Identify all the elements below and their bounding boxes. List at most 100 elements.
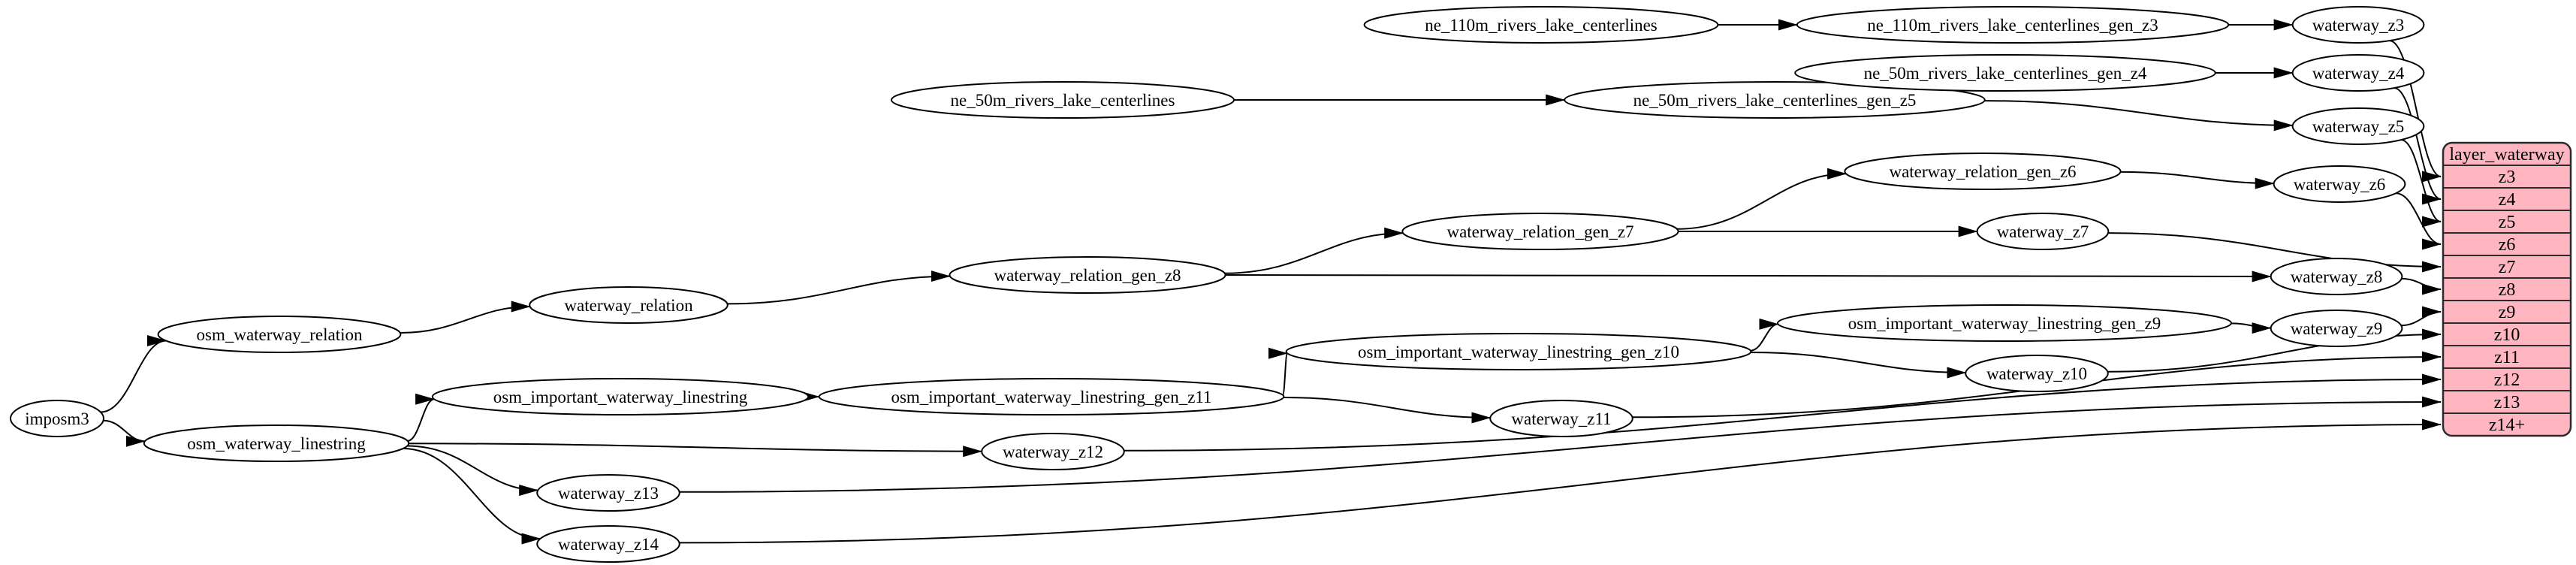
- edge-waterway_z4-to-layer_waterway-z4: [2394, 87, 2442, 205]
- node-label-osm_important_waterway_linestring_gen_z9: osm_important_waterway_linestring_gen_z9: [1848, 314, 2161, 333]
- node-label-waterway_z6: waterway_z6: [2294, 175, 2386, 194]
- edge-waterway_relation_gen_z8-to-waterway_z8: [1225, 270, 2272, 282]
- node-label-ne_50m_rivers_lake_centerlines: ne_50m_rivers_lake_centerlines: [951, 91, 1175, 110]
- edge-imposm3-to-osm_waterway_linestring: [103, 419, 146, 447]
- node-waterway_relation: waterway_relation: [529, 286, 728, 324]
- node-ellipse-waterway_z3: [2291, 6, 2425, 44]
- edge-waterway_z3-to-layer_waterway-z3: [2389, 40, 2442, 183]
- edge-osm_waterway_linestring-to-waterway_z12: [409, 443, 983, 458]
- node-label-waterway_z11: waterway_z11: [1511, 409, 1611, 428]
- node-label-ne_110m_rivers_lake_centerlines_gen_z3: ne_110m_rivers_lake_centerlines_gen_z3: [1867, 16, 2158, 35]
- node-label-waterway_relation_gen_z7: waterway_relation_gen_z7: [1446, 222, 1633, 241]
- edge-waterway_z9-to-layer_waterway-z9: [2401, 306, 2442, 327]
- node-ne_50m_rivers_lake_centerlines_gen_z5: ne_50m_rivers_lake_centerlines_gen_z5: [1564, 81, 1986, 119]
- node-ne_50m_rivers_lake_centerlines: ne_50m_rivers_lake_centerlines: [891, 81, 1235, 119]
- node-ellipse-waterway_z10: [1965, 355, 2109, 392]
- node-osm_important_waterway_linestring_gen_z9: osm_important_waterway_linestring_gen_z9: [1777, 304, 2232, 342]
- node-label-waterway_z4: waterway_z4: [2312, 64, 2405, 83]
- edge-waterway_relation-to-waterway_relation_gen_z8: [727, 270, 951, 305]
- node-ellipse-waterway_relation_gen_z8: [949, 256, 1226, 294]
- node-label-waterway_z5: waterway_z5: [2312, 117, 2405, 136]
- node-label-ne_110m_rivers_lake_centerlines: ne_110m_rivers_lake_centerlines: [1425, 16, 1658, 35]
- table-layer-waterway: layer_waterwayz3z4z5z6z7z8z9z10z11z12z13…: [2442, 141, 2572, 437]
- node-osm_important_waterway_linestring_gen_z10: osm_important_waterway_linestring_gen_z1…: [1285, 333, 1752, 370]
- node-waterway_z9: waterway_z9: [2270, 310, 2403, 347]
- table-row-z9: z9: [2499, 303, 2516, 322]
- node-waterway_z13: waterway_z13: [536, 474, 680, 512]
- node-ellipse-waterway_z4: [2291, 54, 2425, 92]
- node-ellipse-waterway_z7: [1976, 213, 2110, 250]
- node-label-osm_important_waterway_linestring_gen_z10: osm_important_waterway_linestring_gen_z1…: [1358, 343, 1679, 361]
- edge-waterway_relation_gen_z8-to-waterway_relation_gen_z7: [1224, 227, 1404, 274]
- node-ellipse-ne_50m_rivers_lake_centerlines_gen_z5: [1564, 81, 1986, 119]
- edge-osm_waterway_linestring-to-waterway_z14: [403, 448, 541, 545]
- node-ne_110m_rivers_lake_centerlines_gen_z3: ne_110m_rivers_lake_centerlines_gen_z3: [1796, 6, 2230, 44]
- node-label-imposm3: imposm3: [25, 409, 89, 428]
- node-label-osm_important_waterway_linestring_gen_z11: osm_important_waterway_linestring_gen_z1…: [891, 388, 1211, 406]
- table-row-z7: z7: [2499, 258, 2516, 277]
- edge-waterway_z7-to-layer_waterway-z7: [2108, 232, 2442, 273]
- table-row-z11: z11: [2494, 348, 2520, 367]
- node-ellipse-osm_waterway_relation: [157, 316, 402, 353]
- table-row-z6: z6: [2499, 235, 2516, 255]
- node-waterway_z5: waterway_z5: [2291, 107, 2425, 145]
- edge-waterway_z10-to-layer_waterway-z10: [2107, 328, 2442, 373]
- edge-ne_50m_rivers_lake_centerlines_gen_z5-to-waterway_z5: [1984, 100, 2294, 131]
- node-waterway_z6: waterway_z6: [2273, 165, 2406, 203]
- table-row-z5: z5: [2499, 213, 2516, 232]
- node-waterway_z12: waterway_z12: [981, 433, 1125, 470]
- edge-osm_important_waterway_linestring_gen_z11-to-osm_important_waterway_linestring_gen_z10: [1268, 348, 1288, 396]
- edges-layer: [100, 19, 2442, 545]
- node-waterway_z10: waterway_z10: [1965, 355, 2109, 392]
- edge-osm_waterway_linestring-to-osm_important_waterway_linestring: [407, 393, 436, 442]
- node-ellipse-osm_important_waterway_linestring_gen_z10: [1285, 333, 1752, 370]
- node-waterway_z11: waterway_z11: [1489, 400, 1633, 437]
- edge-waterway_z6-to-layer_waterway-z6: [2396, 192, 2442, 250]
- edge-osm_important_waterway_linestring_gen_z10-to-waterway_z10: [1751, 352, 1967, 379]
- node-ellipse-osm_important_waterway_linestring_gen_z11: [818, 378, 1285, 415]
- node-ellipse-waterway_z14: [536, 525, 680, 563]
- node-ellipse-waterway_relation_gen_z6: [1844, 153, 2122, 190]
- node-ellipse-ne_110m_rivers_lake_centerlines_gen_z3: [1796, 6, 2230, 44]
- edge-waterway_z13-to-layer_waterway-z13: [679, 396, 2442, 493]
- node-label-waterway_z12: waterway_z12: [1003, 443, 1103, 461]
- node-waterway_z7: waterway_z7: [1976, 213, 2110, 250]
- table-row-z4: z4: [2499, 190, 2516, 210]
- edge-osm_waterway_relation-to-waterway_relation: [400, 301, 531, 334]
- node-label-waterway_relation: waterway_relation: [564, 296, 693, 315]
- table-row-z10: z10: [2494, 325, 2520, 345]
- node-label-osm_waterway_linestring: osm_waterway_linestring: [187, 434, 366, 453]
- node-label-waterway_z14: waterway_z14: [558, 535, 659, 554]
- edge-waterway_z8-to-layer_waterway-z8: [2401, 277, 2442, 295]
- node-osm_important_waterway_linestring_gen_z11: osm_important_waterway_linestring_gen_z1…: [818, 378, 1285, 415]
- node-ellipse-waterway_z12: [981, 433, 1125, 470]
- node-waterway_relation_gen_z8: waterway_relation_gen_z8: [949, 256, 1226, 294]
- edge-osm_important_waterway_linestring_gen_z11-to-waterway_z11: [1283, 397, 1492, 424]
- node-label-waterway_z10: waterway_z10: [1986, 364, 2087, 383]
- node-waterway_relation_gen_z7: waterway_relation_gen_z7: [1401, 213, 1679, 250]
- table-row-z8: z8: [2499, 280, 2516, 300]
- edge-osm_important_waterway_linestring_gen_z9-to-waterway_z9: [2231, 322, 2272, 334]
- node-ellipse-waterway_relation_gen_z7: [1401, 213, 1679, 250]
- node-label-waterway_z13: waterway_z13: [558, 484, 659, 503]
- table-layer: layer_waterwayz3z4z5z6z7z8z9z10z11z12z13…: [2442, 141, 2572, 437]
- node-ellipse-osm_important_waterway_linestring: [431, 378, 810, 415]
- edge-waterway_relation_gen_z6-to-waterway_z6: [2120, 171, 2275, 189]
- node-label-waterway_relation_gen_z6: waterway_relation_gen_z6: [1889, 162, 2076, 181]
- node-waterway_z14: waterway_z14: [536, 525, 680, 563]
- node-ellipse-waterway_z8: [2270, 258, 2403, 295]
- table-row-z12: z12: [2494, 370, 2520, 390]
- node-waterway_z3: waterway_z3: [2291, 6, 2425, 44]
- node-ellipse-waterway_z5: [2291, 107, 2425, 145]
- node-label-ne_50m_rivers_lake_centerlines_gen_z5: ne_50m_rivers_lake_centerlines_gen_z5: [1633, 91, 1917, 110]
- edge-osm_waterway_linestring-to-waterway_z13: [407, 445, 539, 496]
- node-ellipse-waterway_relation: [529, 286, 728, 324]
- node-ellipse-waterway_z11: [1489, 400, 1633, 437]
- edge-waterway_z5-to-layer_waterway-z5: [2400, 139, 2442, 228]
- node-label-waterway_z9: waterway_z9: [2291, 319, 2383, 338]
- node-ellipse-ne_50m_rivers_lake_centerlines: [891, 81, 1235, 119]
- node-label-osm_waterway_relation: osm_waterway_relation: [197, 325, 363, 344]
- edge-osm_important_waterway_linestring_gen_z10-to-osm_important_waterway_linestring_gen_z9: [1750, 318, 1779, 352]
